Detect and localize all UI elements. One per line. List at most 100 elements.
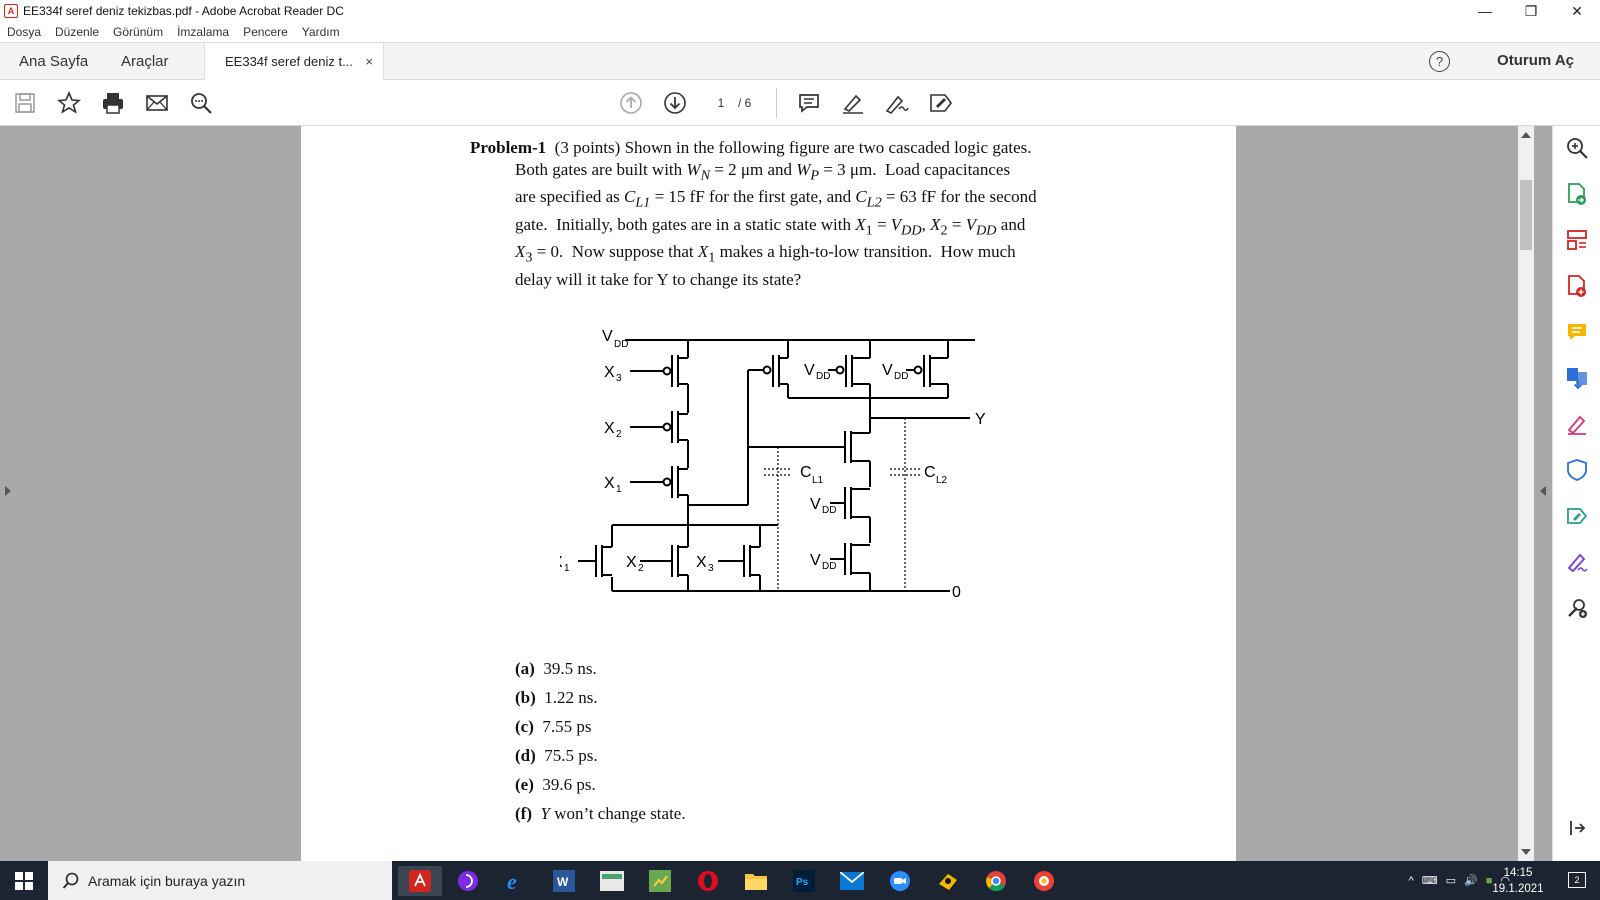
problem-line-1: Shown in the following figure are two ca… xyxy=(624,138,1032,157)
menu-window[interactable]: Pencere xyxy=(243,25,288,39)
keyboard-icon[interactable]: ⌨ xyxy=(1421,875,1438,887)
save-icon[interactable] xyxy=(12,90,38,116)
scroll-thumb[interactable] xyxy=(1520,180,1532,250)
next-page-icon[interactable] xyxy=(662,90,688,116)
sign-icon[interactable] xyxy=(884,90,910,116)
comment-icon[interactable] xyxy=(796,90,822,116)
page-total: / 6 xyxy=(738,96,752,110)
close-window-button[interactable]: ✕ xyxy=(1571,2,1583,19)
minimize-button[interactable]: — xyxy=(1478,3,1492,19)
svg-text:DD: DD xyxy=(822,505,836,516)
search-icon[interactable] xyxy=(188,90,214,116)
create-pdf-icon[interactable] xyxy=(1565,274,1589,298)
menu-help[interactable]: Yardım xyxy=(301,25,340,39)
problem-points: (3 points) xyxy=(554,138,621,157)
previous-page-icon[interactable] xyxy=(618,90,644,116)
menu-file[interactable]: Dosya xyxy=(7,25,42,39)
volume-icon[interactable]: 🔊 xyxy=(1464,875,1478,887)
email-icon[interactable] xyxy=(144,90,170,116)
right-panel-toggle[interactable] xyxy=(1536,126,1552,861)
svg-text:X: X xyxy=(696,554,707,571)
svg-text:3: 3 xyxy=(616,373,622,384)
scroll-up-icon[interactable] xyxy=(1521,132,1531,138)
tab-tools[interactable]: Araçlar xyxy=(121,53,169,70)
comment-tool-icon[interactable] xyxy=(1565,320,1589,344)
wifi-icon[interactable]: ◠ xyxy=(1500,875,1510,887)
menu-view[interactable]: Görünüm xyxy=(113,25,164,39)
svg-text:X: X xyxy=(604,475,615,492)
tab-document-label: EE334f seref deniz t... xyxy=(225,54,353,69)
acrobat-app-icon: A xyxy=(4,4,18,18)
problem-line-5: X3 = 0. Now suppose that X1 makes a high… xyxy=(515,242,1016,266)
tab-document[interactable]: EE334f seref deniz t... × xyxy=(204,43,384,80)
protect-shield-icon[interactable] xyxy=(1565,458,1589,482)
menu-sign[interactable]: İmzalama xyxy=(177,25,230,39)
game-app-icon[interactable] xyxy=(926,866,970,896)
collapse-pane-icon[interactable] xyxy=(1565,816,1589,840)
vertical-scrollbar[interactable] xyxy=(1518,126,1534,861)
notifications-icon[interactable]: 2 xyxy=(1568,872,1586,888)
system-tray: ^ ⌨ ▭ 🔊 ■ ◠ xyxy=(1409,861,1510,900)
export-pdf-icon[interactable] xyxy=(1565,182,1589,206)
svg-text:2: 2 xyxy=(616,429,622,440)
expand-left-icon xyxy=(5,486,11,496)
chrome-icon[interactable] xyxy=(974,866,1018,896)
taskbar-search-input[interactable]: Aramak için buraya yazın xyxy=(48,861,392,900)
svg-text:X: X xyxy=(604,420,615,437)
svg-text:e: e xyxy=(507,869,517,893)
tools-pane xyxy=(1552,126,1600,861)
option-f: (f) Y won’t change state. xyxy=(515,804,686,823)
convert-icon[interactable] xyxy=(1565,366,1589,390)
file-explorer-icon[interactable] xyxy=(734,866,778,896)
svg-text:X: X xyxy=(626,554,637,571)
maximize-button[interactable]: ❐ xyxy=(1524,2,1538,19)
app-tray-icon[interactable]: ■ xyxy=(1485,874,1493,887)
left-panel-toggle[interactable] xyxy=(0,126,18,861)
close-tab-icon[interactable]: × xyxy=(365,54,373,69)
windows-start-icon[interactable] xyxy=(0,861,48,900)
word-icon[interactable]: W xyxy=(542,866,586,896)
opera-icon[interactable] xyxy=(686,866,730,896)
browser-app-icon[interactable] xyxy=(1022,866,1066,896)
more-tools-icon[interactable] xyxy=(1565,596,1589,620)
svg-text:C: C xyxy=(924,464,936,481)
tor-browser-icon[interactable] xyxy=(446,866,490,896)
tab-home[interactable]: Ana Sayfa xyxy=(19,53,89,70)
problem-line-4: gate. Initially, both gates are in a sta… xyxy=(515,214,1026,239)
scroll-down-icon[interactable] xyxy=(1521,849,1531,855)
print-icon[interactable] xyxy=(100,90,126,116)
problem-label: Problem-1 xyxy=(470,138,547,157)
svg-text:L1: L1 xyxy=(812,475,824,486)
window-controls: — ❐ ✕ xyxy=(1462,0,1600,22)
calculator-app-icon[interactable] xyxy=(590,866,634,896)
svg-text:W: W xyxy=(557,875,569,889)
photoshop-icon[interactable]: Ps xyxy=(782,866,826,896)
answer-options: (a) 39.5 ns. (b) 1.22 ns. (c) 7.55 ps (d… xyxy=(515,658,686,832)
page-number-input[interactable]: 1 xyxy=(717,96,725,110)
svg-text:V: V xyxy=(810,552,821,569)
taskbar-clock[interactable]: 14:15 19.1.2021 xyxy=(1488,865,1548,897)
send-track-icon[interactable] xyxy=(1565,504,1589,528)
notepad-icon[interactable] xyxy=(638,866,682,896)
internet-explorer-icon[interactable]: e xyxy=(494,866,538,896)
request-signature-icon[interactable] xyxy=(1565,550,1589,574)
zoom-icon[interactable] xyxy=(878,866,922,896)
highlight-pen-icon[interactable] xyxy=(840,90,866,116)
acrobat-taskbar-icon[interactable] xyxy=(398,866,442,896)
help-icon[interactable]: ? xyxy=(1429,51,1450,72)
mail-icon[interactable] xyxy=(830,866,874,896)
menu-edit[interactable]: Düzenle xyxy=(55,25,100,39)
bookmark-star-icon[interactable] xyxy=(56,90,82,116)
svg-text:DD: DD xyxy=(894,371,908,382)
sign-in-button[interactable]: Oturum Aç xyxy=(1497,52,1574,69)
fill-sign-icon[interactable] xyxy=(928,90,954,116)
zoom-search-icon[interactable] xyxy=(1565,136,1589,160)
show-hidden-icons[interactable]: ^ xyxy=(1408,874,1414,887)
svg-text:X: X xyxy=(560,554,563,571)
menu-bar: Dosya Düzenle Görünüm İmzalama Pencere Y… xyxy=(0,22,1600,42)
battery-icon[interactable]: ▭ xyxy=(1445,875,1457,887)
fill-and-sign-icon[interactable] xyxy=(1565,412,1589,436)
organize-pages-icon[interactable] xyxy=(1565,228,1589,252)
circuit-diagram: V DD X3 X2 X1 X1 X2 X3 VDD VDD VDD VDD C… xyxy=(560,328,986,601)
svg-text:DD: DD xyxy=(816,371,830,382)
